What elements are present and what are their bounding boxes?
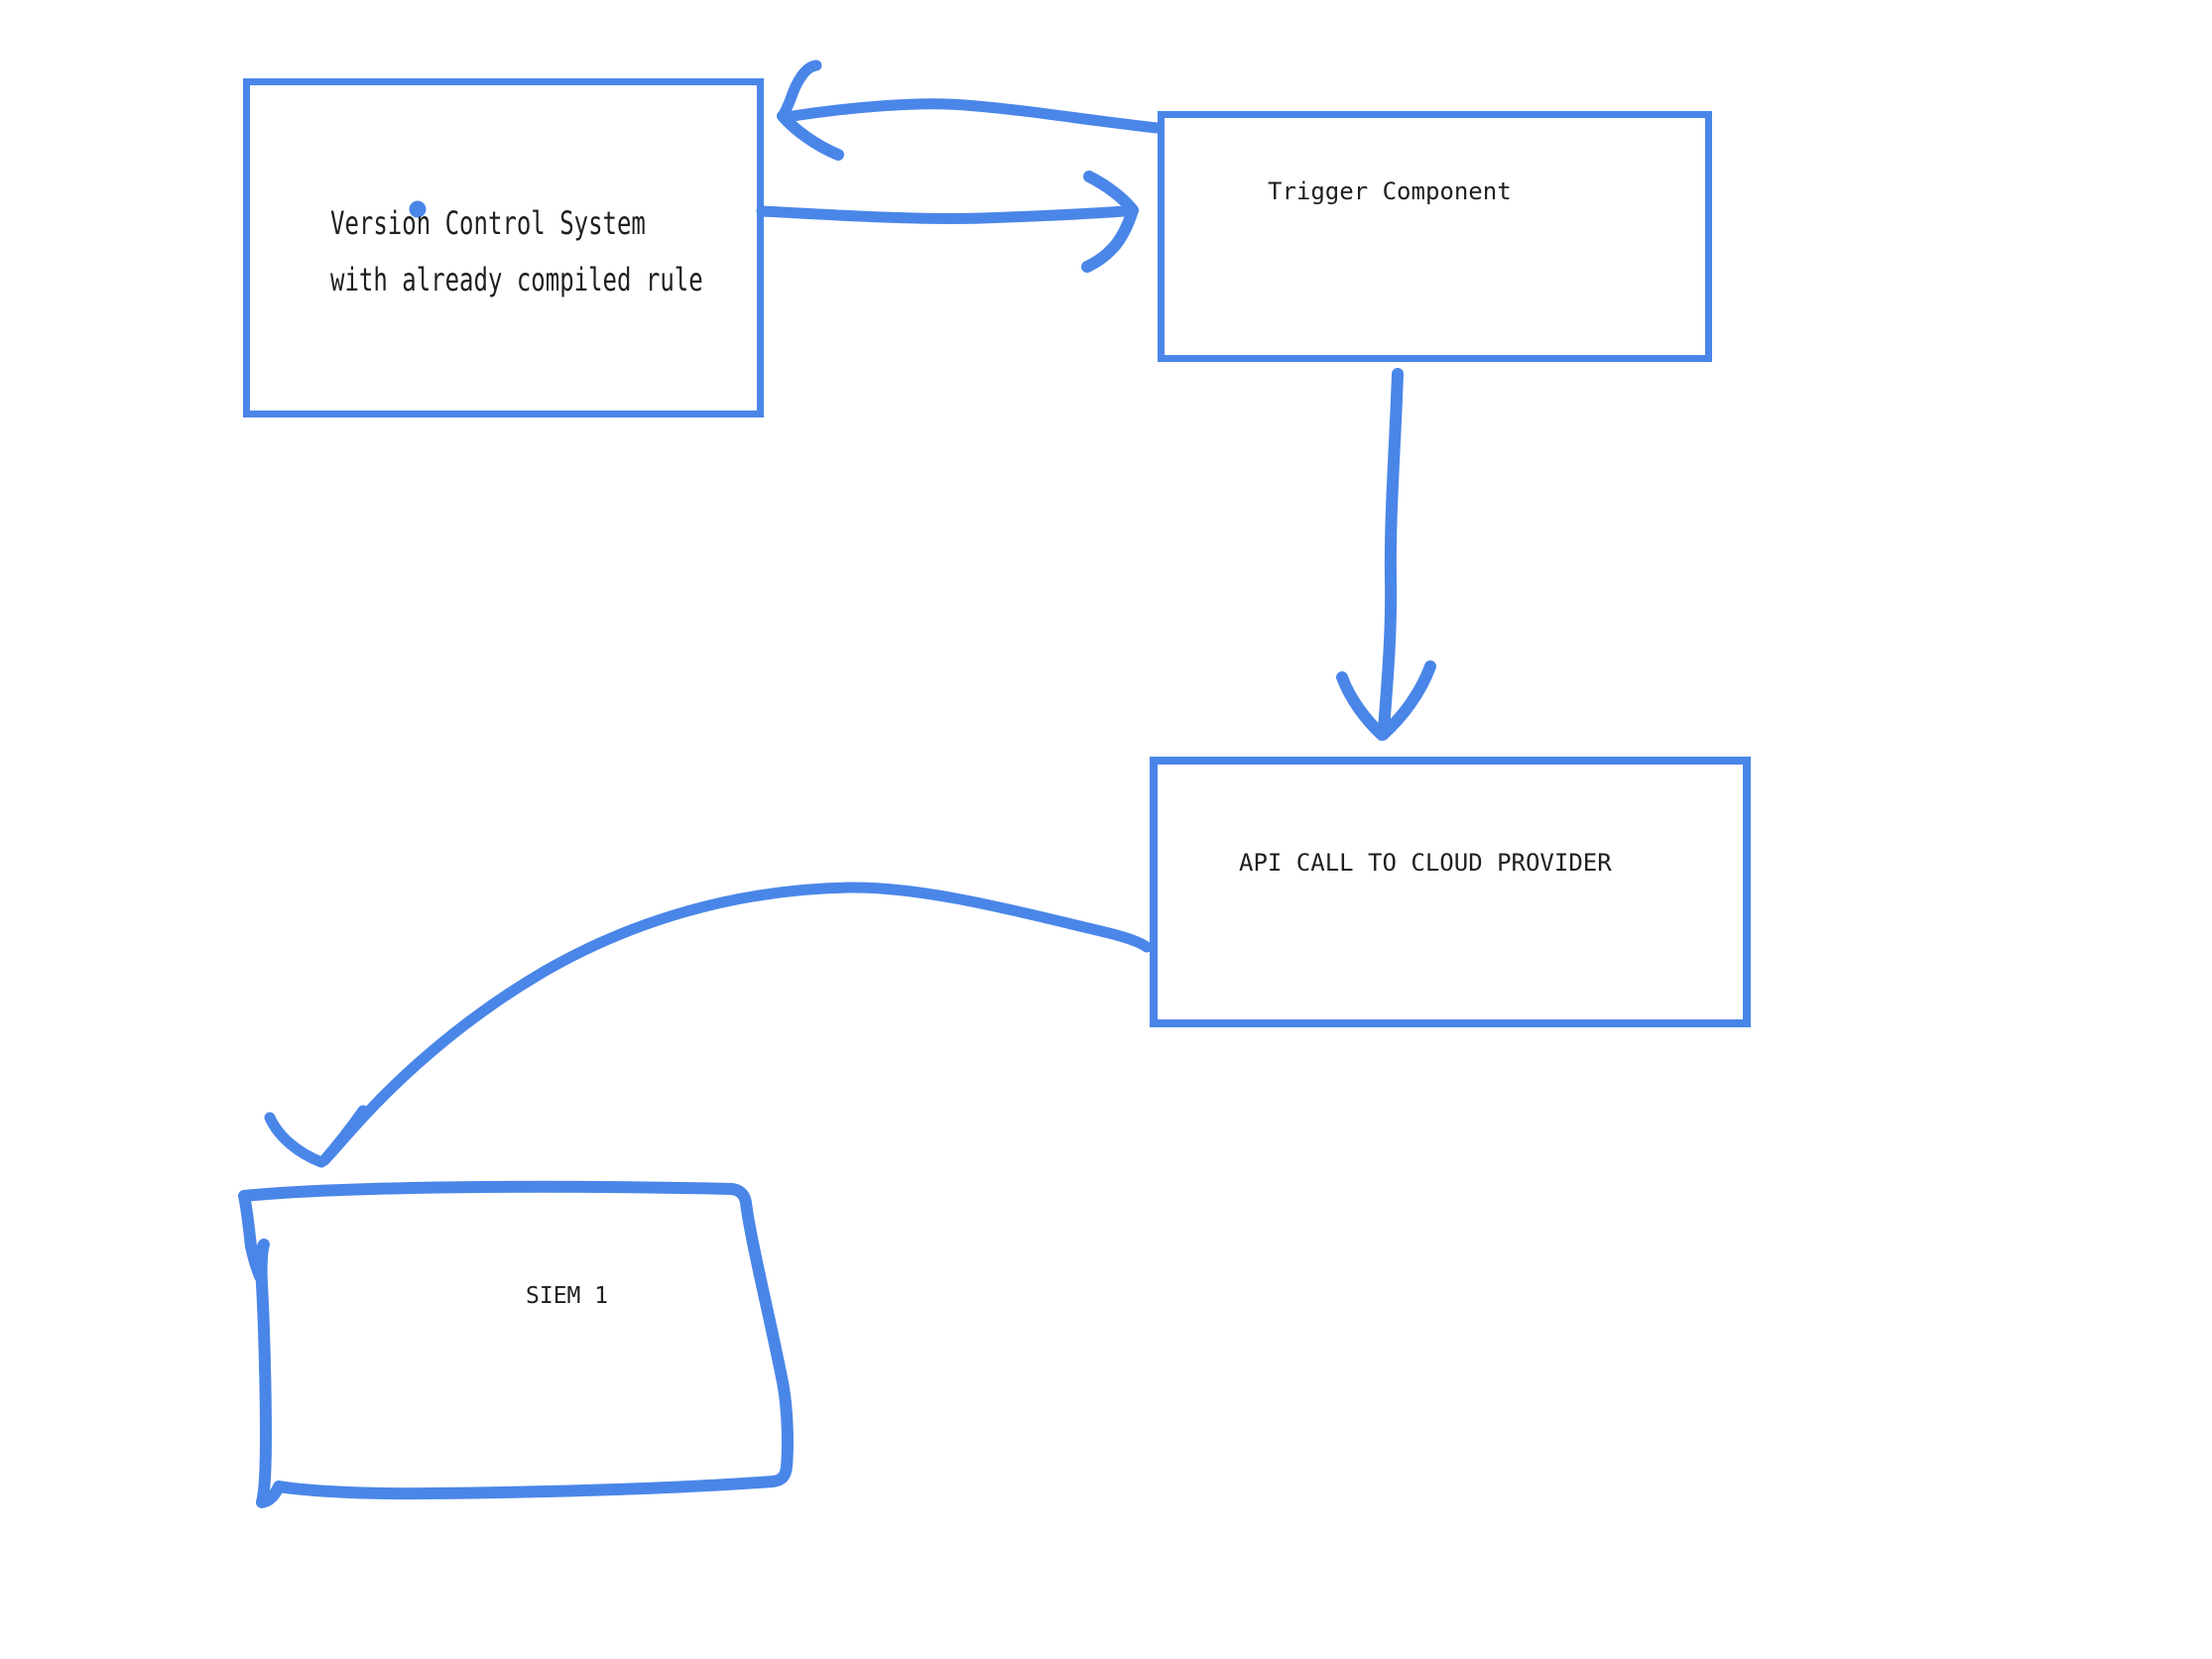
arrow-trigger-to-vcs[interactable] — [777, 59, 1164, 161]
node-siem-outline[interactable] — [238, 1180, 794, 1508]
arrow-trigger-to-api[interactable] — [1336, 368, 1436, 741]
arrow-vcs-to-trigger[interactable] — [756, 171, 1139, 273]
arrow-api-to-siem[interactable] — [264, 882, 1153, 1168]
node-trigger-component[interactable] — [1158, 111, 1712, 362]
label-api-call: API CALL TO CLOUD PROVIDER — [1239, 849, 1612, 877]
label-vcs-line1: Version Control System — [330, 204, 646, 242]
label-vcs-line2: with already compiled rule — [330, 261, 703, 298]
label-version-control-system: Version Control System with already compi… — [330, 195, 703, 308]
label-trigger-component: Trigger Component — [1268, 178, 1512, 205]
node-version-control-system[interactable] — [243, 78, 764, 417]
label-siem-1: SIEM 1 — [526, 1283, 609, 1309]
node-api-call-to-cloud-provider[interactable] — [1150, 757, 1751, 1027]
pen-dot[interactable] — [409, 200, 427, 218]
